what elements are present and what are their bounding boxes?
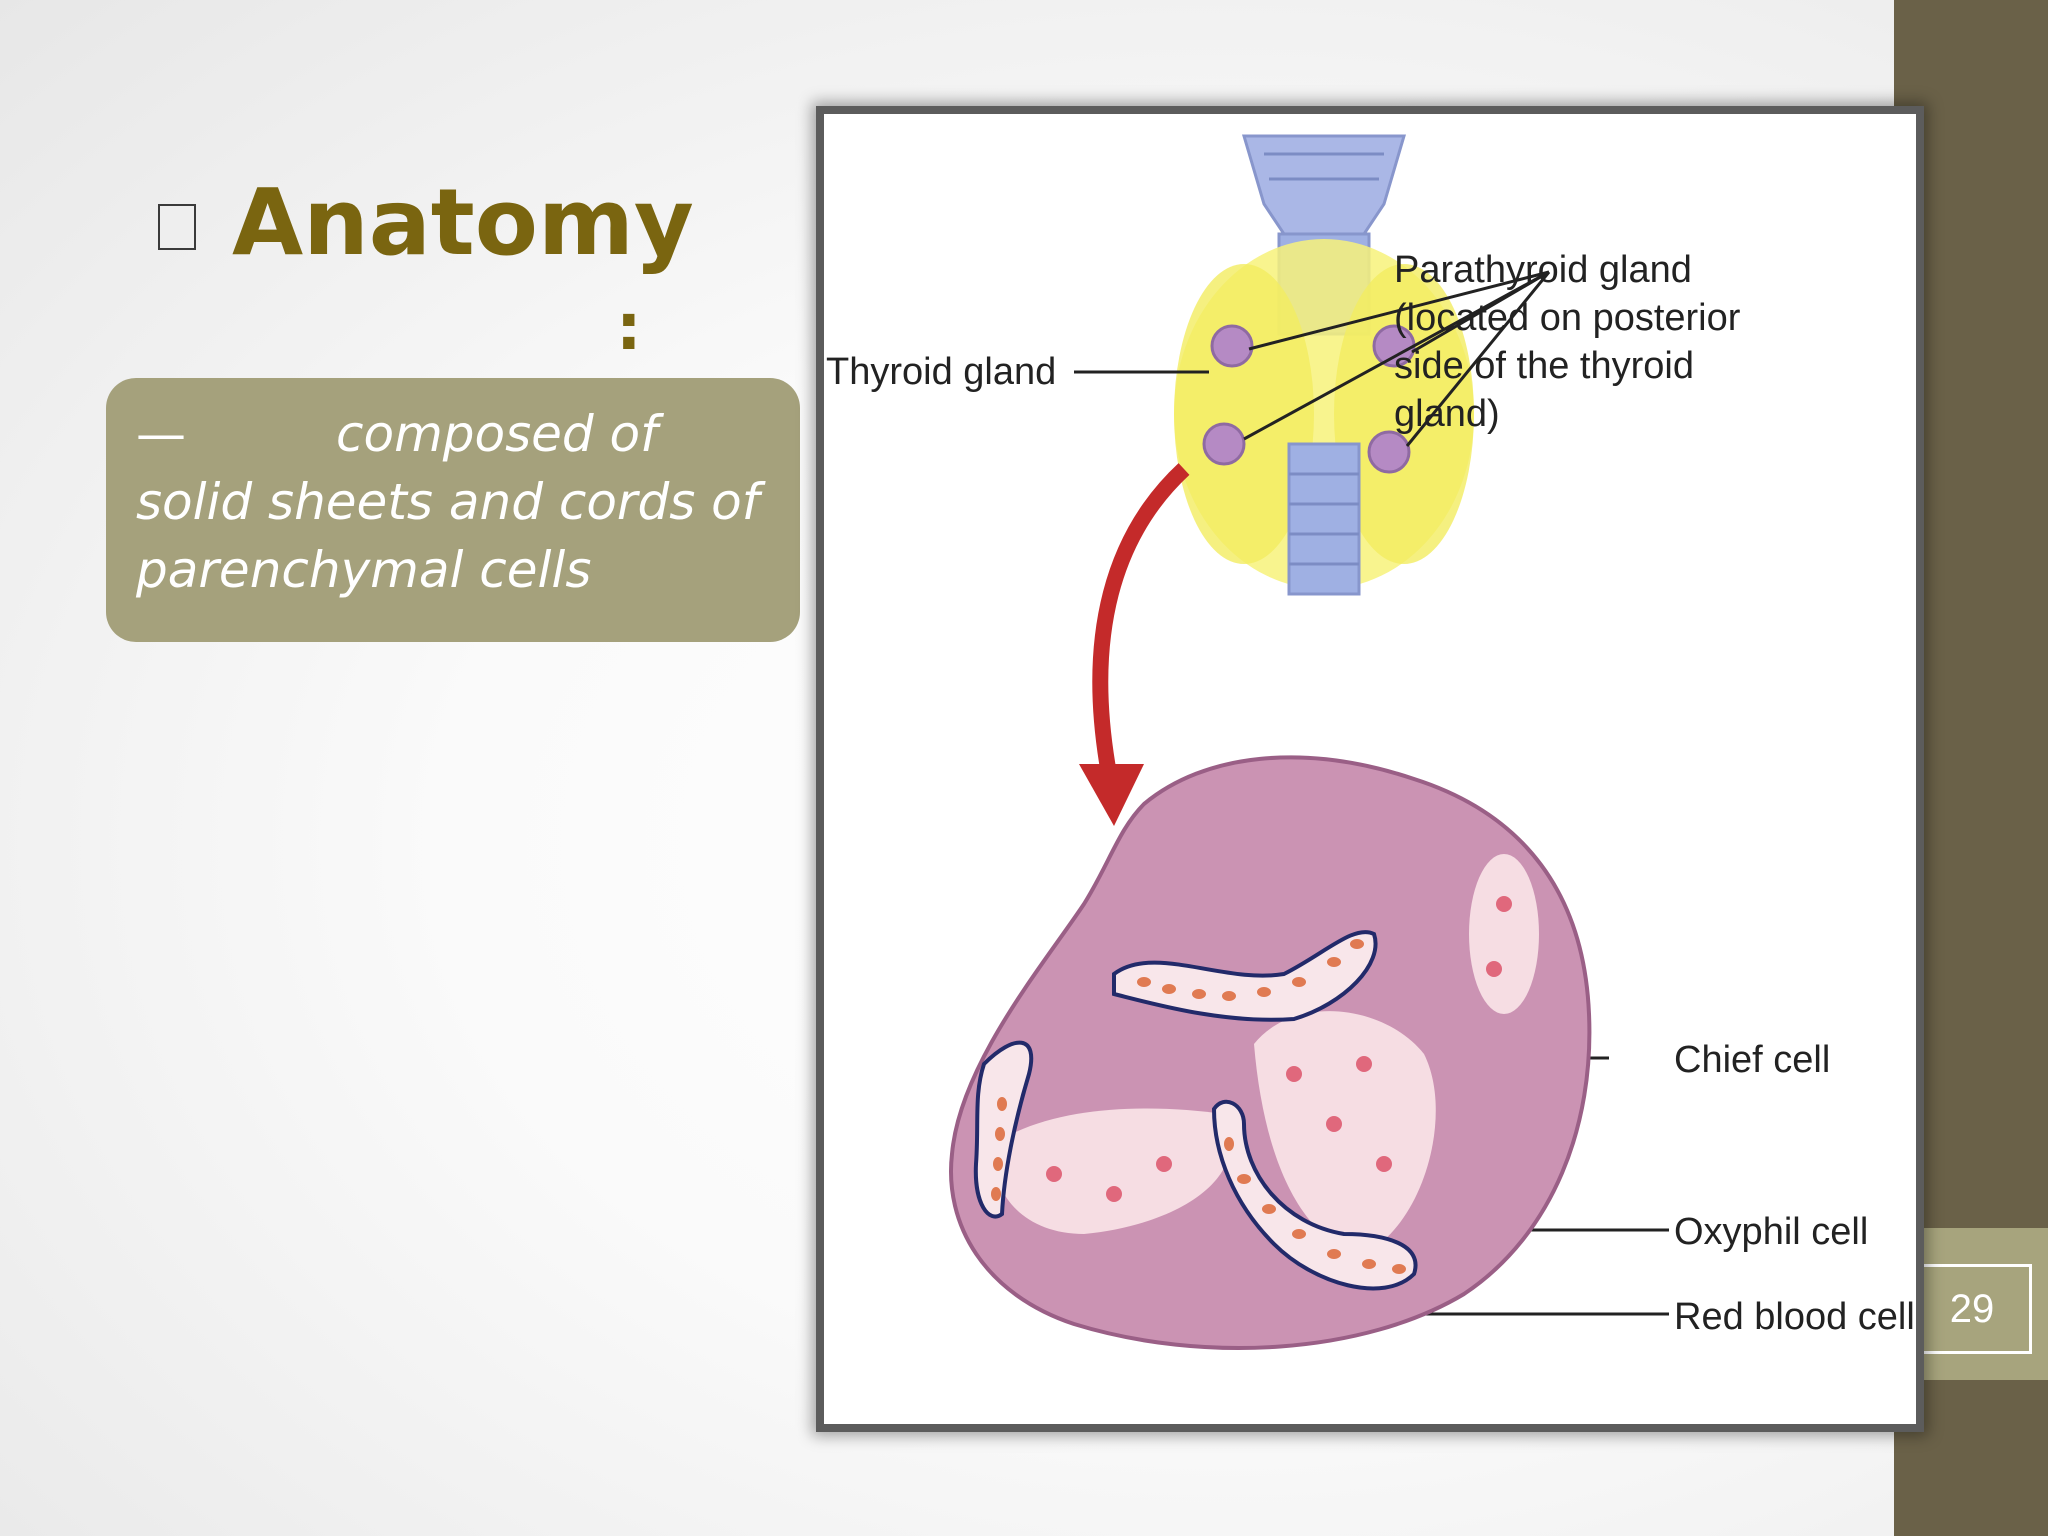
body-line-3: parenchymal cells [136,541,592,599]
body-dash: — [136,405,186,463]
parathyroid-nodule [1367,430,1411,474]
title-text: Anatomy [232,169,694,276]
title-colon: : [616,291,642,365]
red-arrow [1092,463,1190,776]
thyroid-label: Thyroid gland [826,351,1056,393]
figure-svg: Parathyroid gland (located on posterior … [826,134,1915,1350]
parathyroid-nodule [1210,324,1254,368]
parathyroid-label-line-4: gland) [1394,393,1500,435]
leader-lines [1074,270,1669,1316]
body-text-1: composed of [336,405,658,463]
oxyphil-cell-label: Oxyphil cell [1674,1211,1868,1253]
thyroid-illustration [1174,134,1474,596]
chief-cell-label: Chief cell [1674,1039,1830,1081]
page-number: 29 [1912,1264,2032,1354]
square-bullet-icon [158,204,196,250]
parathyroid-figure: Parathyroid gland (located on posterior … [816,106,1924,1432]
parathyroid-label-line-1: Parathyroid gland [1394,249,1692,291]
parathyroid-label-line-2: (located on posterior [1394,297,1741,339]
body-line-1: — composed of [136,400,770,468]
red-arrowhead [1079,764,1144,826]
body-line-2: solid sheets and cords of [136,473,760,531]
red-blood-cell-label: Red blood cell [1674,1296,1915,1338]
slide-title: Anatomy : [150,168,694,388]
tissue-section [949,755,1592,1350]
parathyroid-nodule [1202,422,1246,466]
body-textbox: — composed of solid sheets and cords of p… [106,378,800,642]
parathyroid-label-line-3: side of the thyroid [1394,345,1694,387]
